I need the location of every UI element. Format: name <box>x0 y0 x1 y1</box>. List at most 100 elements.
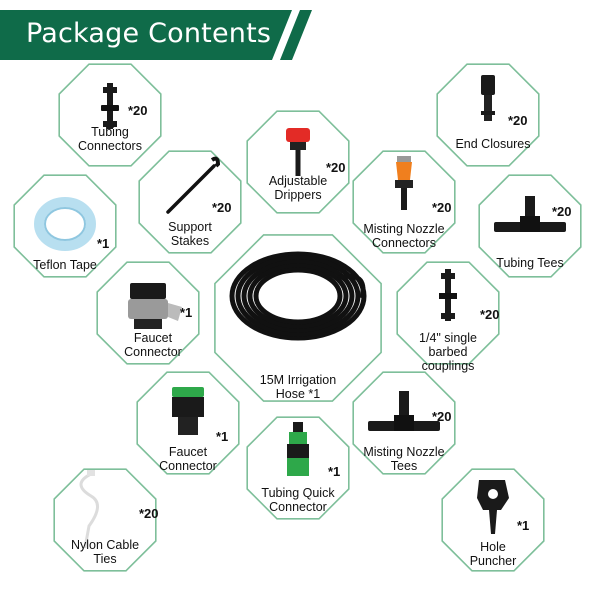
item-label: End Closures <box>438 137 548 151</box>
item-label-line: Connector <box>269 500 327 514</box>
item-label-line: Adjustable <box>268 174 328 188</box>
item-quantity: *20 <box>480 307 500 322</box>
tile-frame <box>13 174 117 278</box>
tile-frame <box>246 416 350 520</box>
barbed-coupling-icon <box>439 269 457 321</box>
item-label-line: 1/4" single <box>419 331 477 345</box>
item-tile: End Closures *20 <box>431 58 545 172</box>
cable-tie-icon <box>79 470 99 549</box>
item-label-line: Stakes <box>170 234 210 248</box>
item-quantity: *1 <box>97 236 110 251</box>
item-label-line: Puncher <box>469 554 517 568</box>
tubing-connector-icon <box>101 83 119 129</box>
item-label-line: Tubing <box>91 125 129 139</box>
tile-frame <box>246 110 350 214</box>
item-label-line: Connectors <box>372 236 436 250</box>
item-tile: Tubing Tees*20 <box>473 169 587 283</box>
item-quantity: *20 <box>212 200 232 215</box>
item-label-line: Ties <box>93 552 117 566</box>
tile-frame <box>136 371 240 475</box>
item-quantity: *1 <box>216 429 229 444</box>
item-quantity: *20 <box>139 506 159 521</box>
item-label-line: Connector <box>159 459 217 473</box>
item-quantity: *20 <box>128 103 148 118</box>
item-label: Tubing Tees <box>475 256 585 270</box>
teflon-tape-icon <box>34 197 96 251</box>
nozzle-tee-icon <box>368 391 440 431</box>
tile-frame <box>58 63 162 167</box>
item-label: Teflon Tape <box>10 258 120 272</box>
hole-puncher-icon <box>477 480 509 534</box>
item-label-line: Tubing Tees <box>496 256 564 270</box>
tile-frame <box>478 174 582 278</box>
item-quantity: *20 <box>432 200 452 215</box>
item-label-line: Misting Nozzle <box>363 445 445 459</box>
item-label-line: Drippers <box>274 188 322 202</box>
item-label-line: couplings <box>421 359 475 373</box>
item-quantity: *20 <box>326 160 346 175</box>
tile-frame <box>138 150 242 254</box>
item-label-line: Teflon Tape <box>33 258 97 272</box>
item-label-line: Connectors <box>78 139 142 153</box>
tile-frame <box>352 150 456 254</box>
item-label-line: 15M Irrigation <box>259 373 337 387</box>
tile-frame <box>436 63 540 167</box>
tile-frame <box>214 234 382 402</box>
item-label-line: Nylon Cable <box>70 538 140 552</box>
tile-frame <box>53 468 157 572</box>
quick-connector-icon <box>287 422 309 476</box>
item-quantity: *1 <box>180 305 193 320</box>
tile-frame <box>441 468 545 572</box>
item-quantity: *1 <box>328 464 341 479</box>
faucet-adapter-icon <box>172 387 204 435</box>
item-label-line: Misting Nozzle <box>363 222 445 236</box>
tile-frame <box>352 371 456 475</box>
item-label-line: barbed <box>428 345 468 359</box>
item-label-line: Hole <box>480 540 506 554</box>
item-tile: Teflon Tape*1 <box>8 169 122 283</box>
end-closure-icon <box>481 75 495 121</box>
header-banner <box>0 10 600 60</box>
page-title: Package Contents <box>26 18 272 49</box>
item-quantity: *20 <box>508 113 528 128</box>
item-label-line: Support <box>168 220 212 234</box>
tile-frame <box>96 261 200 365</box>
item-label-line: Tees <box>390 459 418 473</box>
hose-coil-icon <box>229 251 367 341</box>
item-quantity: *1 <box>517 518 530 533</box>
item-quantity: *20 <box>432 409 452 424</box>
dripper-icon <box>286 128 310 176</box>
banner-shape <box>0 10 312 60</box>
tile-frame <box>396 261 500 365</box>
item-label-line: Connector <box>124 345 182 359</box>
item-label-line: Faucet <box>133 331 173 345</box>
item-label-line: End Closures <box>455 137 531 151</box>
item-label-line: Faucet <box>168 445 208 459</box>
misting-nozzle-icon <box>395 156 413 210</box>
item-label-line: Hose *1 <box>275 387 321 401</box>
item-label-line: Tubing Quick <box>261 486 335 500</box>
stake-icon <box>166 156 221 214</box>
faucet-connector-icon <box>128 283 182 329</box>
